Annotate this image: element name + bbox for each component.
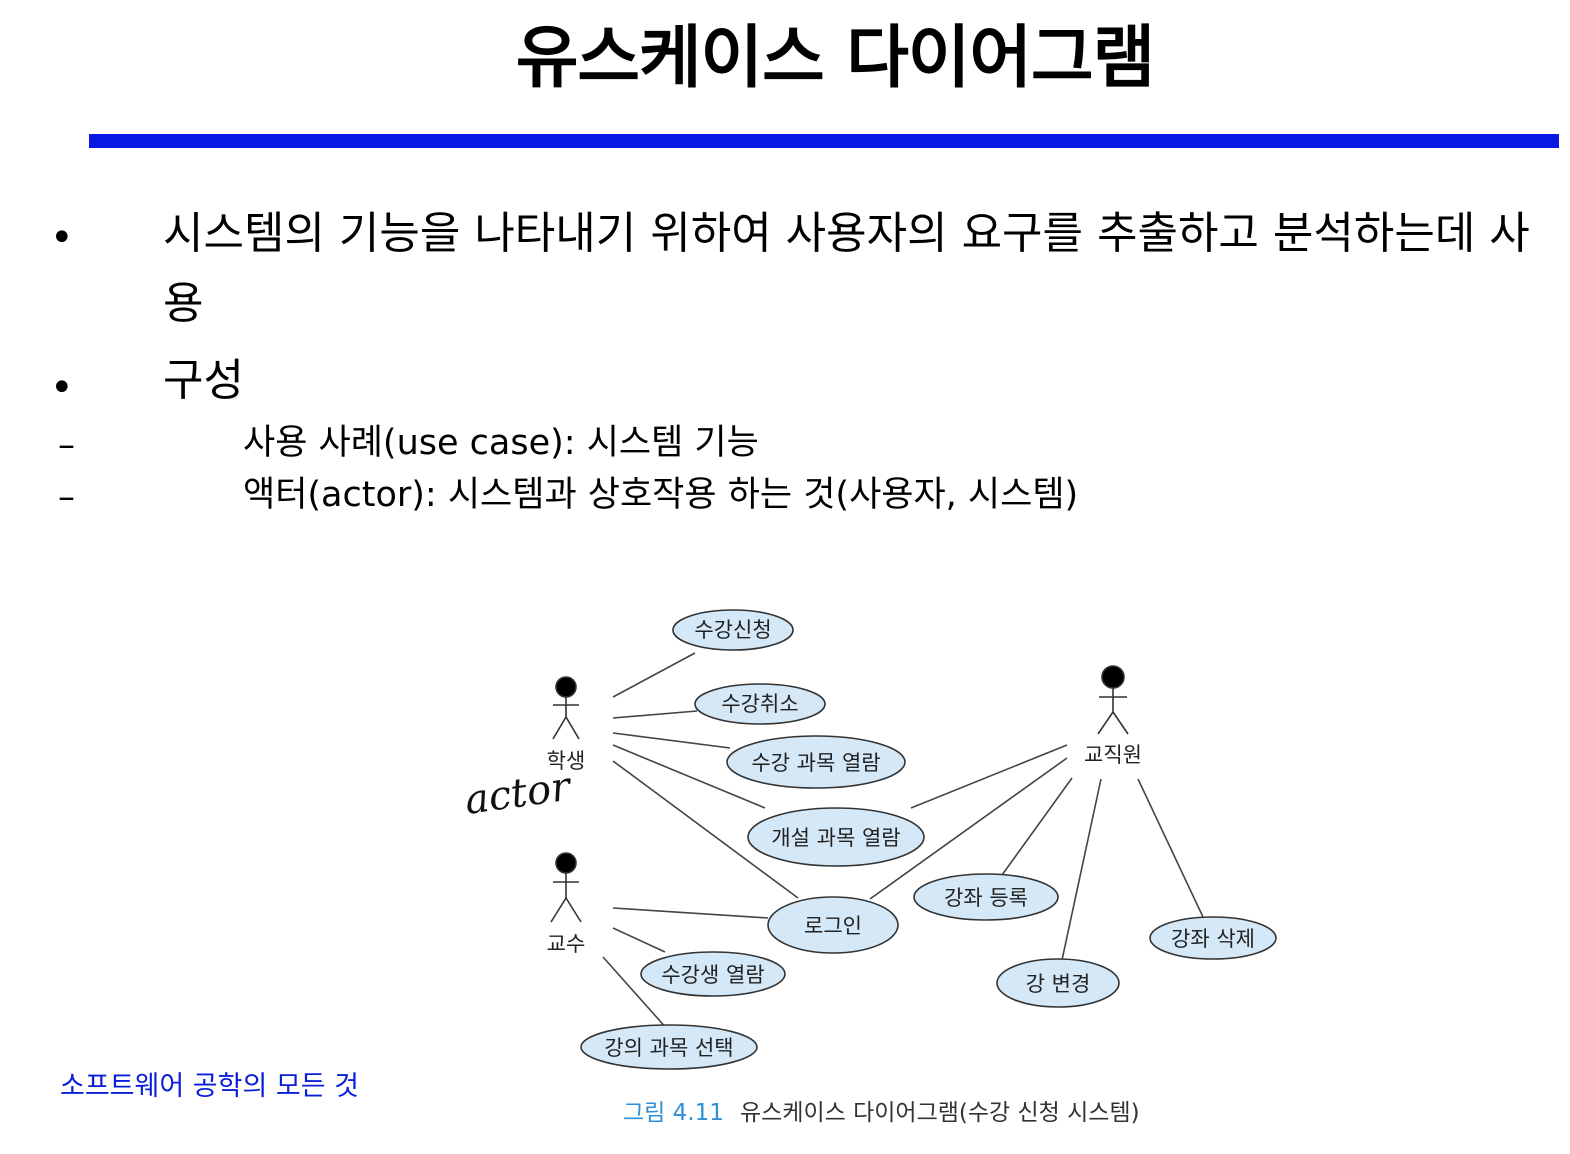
use-case-enroll: 수강신청 <box>672 609 794 651</box>
actor-label-professor: 교수 <box>547 932 586 956</box>
assoc-staff-change <box>1061 778 1102 961</box>
figure-caption-text: 유스케이스 다이어그램(수강 신청 시스템) <box>740 1100 1140 1126</box>
figure-caption-number: 그림 4.11 <box>623 1100 724 1126</box>
use-case-cancel: 수강취소 <box>694 683 826 725</box>
assoc-student-enroll <box>612 652 696 698</box>
bullet-marker: • <box>50 215 74 261</box>
slide-title: 유스케이스 다이어그램 <box>515 19 1155 98</box>
use-case-label: 수강취소 <box>721 692 798 716</box>
bullet-marker: • <box>50 365 74 411</box>
assoc-student-view-courses <box>612 732 731 749</box>
sub-item-use-case: 사용 사례(use case): 시스템 기능 <box>243 423 759 463</box>
actor-head <box>1101 665 1125 689</box>
assoc-staff-view-offered <box>910 744 1068 809</box>
use-case-register-course: 강좌 등록 <box>913 873 1059 921</box>
use-case-select-teaching: 강의 과목 선택 <box>580 1024 758 1070</box>
actor-professor <box>550 852 582 923</box>
assoc-student-cancel <box>612 710 698 719</box>
actor-label-student: 학생 <box>547 749 586 773</box>
footer-source: 소프트웨어 공학의 모든 것 <box>60 1071 359 1102</box>
use-case-change-course: 강 변경 <box>996 958 1120 1008</box>
assoc-student-view-offered <box>612 744 766 809</box>
handwritten-actor-note: actor <box>462 763 576 824</box>
use-case-label: 수강 과목 열람 <box>751 751 880 775</box>
use-case-view-offered: 개설 과목 열람 <box>747 807 925 867</box>
use-case-label: 개설 과목 열람 <box>771 826 900 850</box>
sub-item-actor: 액터(actor): 시스템과 상호작용 하는 것(사용자, 시스템) <box>243 475 1079 515</box>
title-divider <box>89 134 1559 148</box>
bullet-text-components: 구성 <box>163 355 244 406</box>
use-case-delete-course: 강좌 삭제 <box>1149 916 1277 960</box>
actor-head <box>555 852 577 874</box>
use-case-label: 수강생 열람 <box>661 963 764 987</box>
actor-staff <box>1097 665 1129 735</box>
assoc-student-login <box>612 760 799 899</box>
use-case-view-students: 수강생 열람 <box>640 951 786 997</box>
dash-marker: – <box>58 425 75 465</box>
assoc-staff-register <box>1001 777 1073 876</box>
use-case-label: 강 변경 <box>1026 972 1091 996</box>
assoc-staff-delete <box>1137 778 1204 918</box>
use-case-view-courses: 수강 과목 열람 <box>726 735 906 789</box>
assoc-staff-login <box>869 757 1068 900</box>
dash-marker: – <box>58 477 75 517</box>
assoc-professor-login <box>612 907 769 919</box>
bullet-text-purpose: 시스템의 기능을 나타내기 위하여 사용자의 요구를 추출하고 분석하는데 사용 <box>163 208 1530 329</box>
association-lines <box>602 652 1204 1031</box>
use-case-login: 로그인 <box>767 896 899 954</box>
assoc-professor-view-students <box>612 927 666 953</box>
assoc-professor-select-teaching <box>602 956 669 1031</box>
actor-label-staff: 교직원 <box>1084 743 1142 767</box>
use-case-label: 강좌 삭제 <box>1171 927 1255 951</box>
use-case-label: 수강신청 <box>694 618 771 642</box>
use-case-label: 강의 과목 선택 <box>604 1036 733 1060</box>
use-case-label: 로그인 <box>804 914 862 938</box>
actor-student <box>552 676 580 740</box>
actor-head <box>555 676 577 698</box>
use-case-label: 강좌 등록 <box>944 886 1028 910</box>
